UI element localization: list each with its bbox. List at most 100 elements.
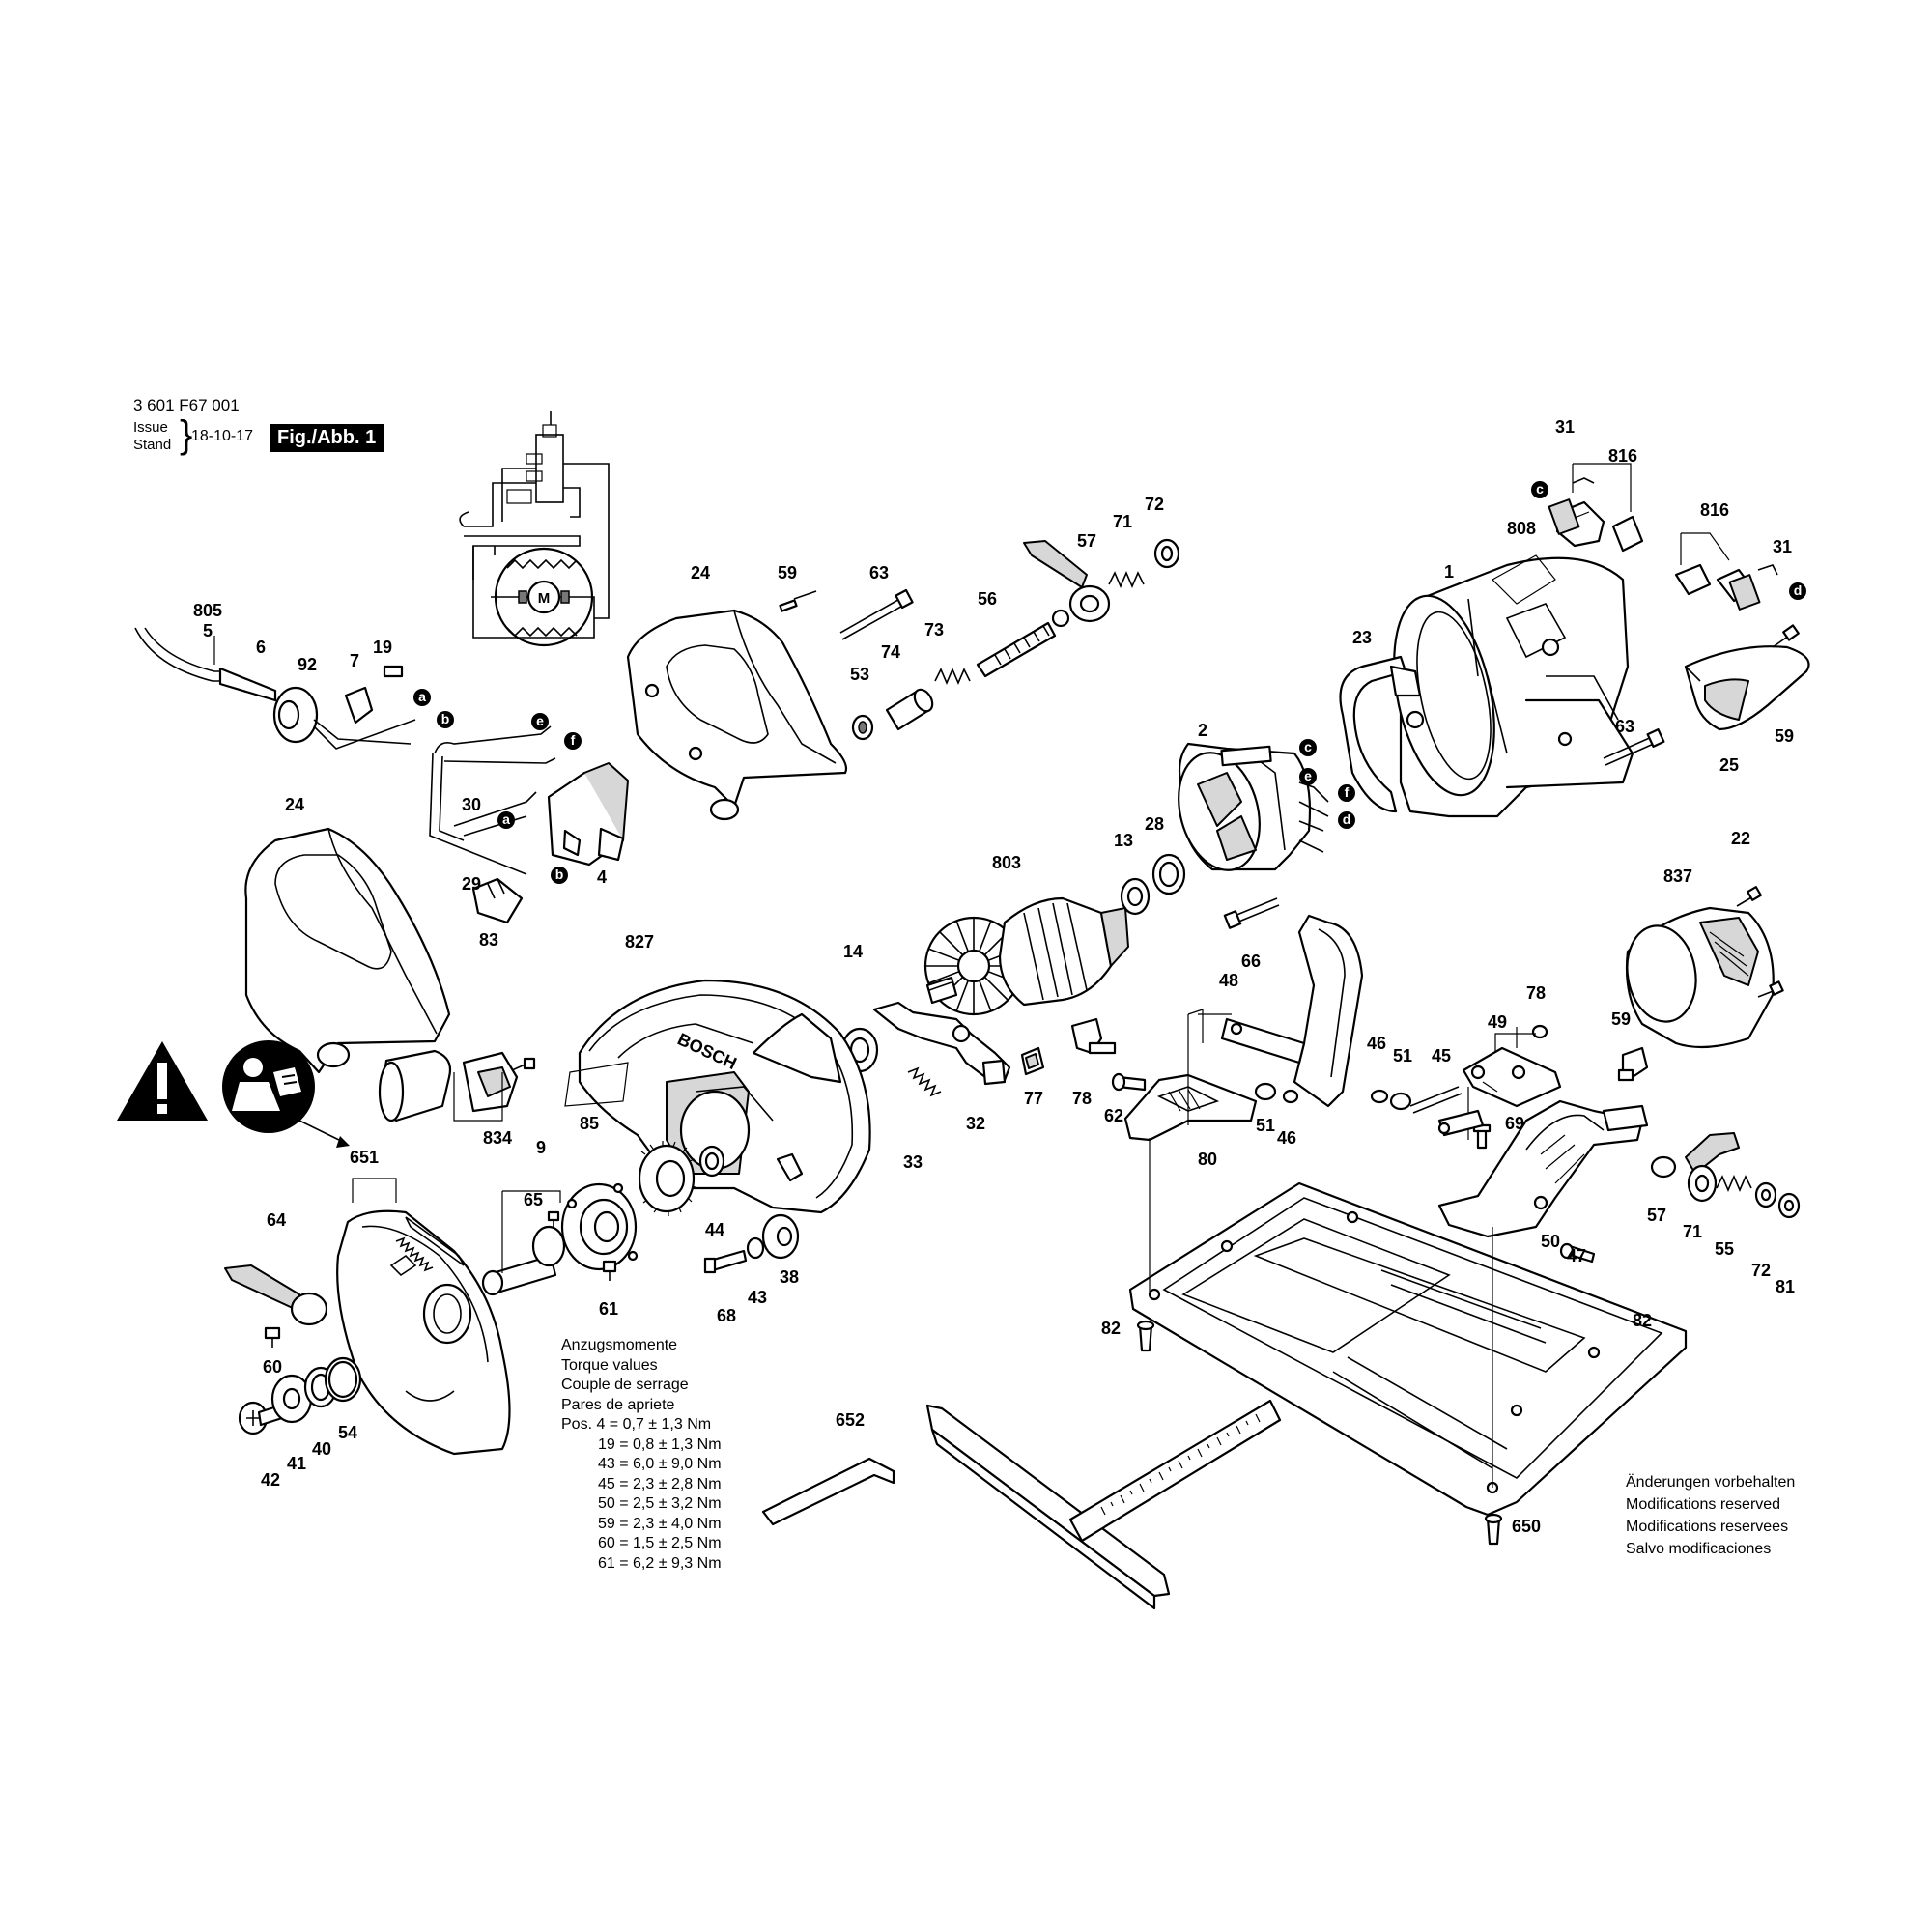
part-label-73: 73 <box>924 620 945 639</box>
bearing-13 <box>1120 877 1151 916</box>
riving-knife-48 <box>1220 914 1364 1108</box>
part-label-66: 66 <box>1241 952 1262 971</box>
bearing-65 <box>698 1145 725 1178</box>
handle-half-left <box>244 827 451 1074</box>
power-cord <box>134 627 416 750</box>
part-label-50: 47 <box>1567 1246 1587 1265</box>
bolt-61 <box>703 1249 748 1274</box>
part-label-74: 74 <box>881 642 901 662</box>
part-label-33: 33 <box>903 1152 923 1172</box>
torque-row: 19 = 0,8 ± 1,3 Nm <box>598 1435 722 1453</box>
torque-row: 43 = 6,0 ± 9,0 Nm <box>598 1456 722 1472</box>
figure-label: Fig./Abb. 1 <box>270 424 384 452</box>
part-label-78-b: 59 <box>1611 1009 1632 1029</box>
connection-badge-e: e <box>531 713 549 730</box>
part-label-51-b: 51 <box>1393 1046 1413 1065</box>
part-label-92: 92 <box>298 655 318 674</box>
issue-stand-label: Issue Stand <box>133 419 171 454</box>
torque-title-de: Anzugsmomente <box>561 1337 678 1353</box>
rod-45 <box>1409 1086 1485 1137</box>
part-label-803: 803 <box>992 853 1022 872</box>
ring-40 <box>324 1356 362 1403</box>
screw-59-right <box>1772 624 1800 648</box>
part-label-30: 30 <box>462 795 482 814</box>
connection-badge-d-2: d <box>1789 582 1806 600</box>
knob-78-right <box>1617 1046 1649 1082</box>
part-label-53: 53 <box>850 665 870 684</box>
part-label-24-top: 24 <box>691 563 711 582</box>
part-label-85: 65 <box>524 1190 544 1209</box>
part-label-65: 44 <box>705 1220 725 1239</box>
part-label-651: 834 <box>483 1128 513 1148</box>
part-label-72-b: 81 <box>1776 1277 1796 1296</box>
washer-51 <box>1254 1082 1277 1101</box>
part-label-82-b: 650 <box>1512 1517 1542 1536</box>
warning-triangle-icon <box>117 1041 208 1121</box>
part-label-60: 61 <box>599 1299 619 1319</box>
spindle-lock-32 <box>872 1001 1011 1086</box>
part-label-47: 82 <box>1633 1311 1653 1330</box>
part-label-816-top: 816 <box>1608 446 1638 466</box>
screw-59-top <box>779 590 817 612</box>
part-label-48: 48 <box>1219 971 1239 990</box>
note-de: Änderungen vorbehalten <box>1626 1474 1796 1491</box>
part-label-46-a: 46 <box>1277 1128 1297 1148</box>
screw-64 <box>264 1326 281 1348</box>
torque-row: 61 = 6,2 ± 9,3 Nm <box>598 1554 722 1572</box>
part-label-57-b: 71 <box>1683 1222 1703 1241</box>
spring-71-top <box>1108 570 1145 589</box>
part-code: 3 601 F67 001 <box>133 396 240 414</box>
part-label-1: 1 <box>1444 562 1455 582</box>
part-label-61: 68 <box>717 1306 737 1325</box>
screw-50 <box>1559 1242 1596 1264</box>
cord-clamp <box>344 665 404 724</box>
part-label-13: 13 <box>1114 831 1134 850</box>
torque-title-en: Torque values <box>561 1356 658 1374</box>
part-label-31-top: 31 <box>1555 417 1576 437</box>
washer-54 <box>1650 1155 1677 1179</box>
note-es: Salvo modificaciones <box>1626 1541 1772 1557</box>
part-label-14: 14 <box>843 942 864 961</box>
part-label-72-top: 72 <box>1145 495 1165 514</box>
nut-46 <box>1282 1089 1299 1104</box>
nut-46-right <box>1531 1024 1548 1039</box>
part-label-51-a: 51 <box>1256 1116 1276 1135</box>
part-68 <box>746 1236 765 1260</box>
armature <box>923 896 1129 1016</box>
screw-59-fan <box>1736 886 1762 907</box>
part-label-42: 41 <box>287 1454 307 1473</box>
ring-28 <box>1151 853 1186 895</box>
label-9 <box>564 1062 629 1107</box>
torque-title-fr: Couple de serrage <box>561 1377 689 1393</box>
part-label-77: 77 <box>1024 1089 1044 1108</box>
part-label-650: 652 <box>836 1410 866 1430</box>
connection-badge-a: a <box>413 689 431 706</box>
threaded-rod-56 <box>976 609 1070 678</box>
part-label-57-top: 57 <box>1077 531 1097 551</box>
part-label-69: 69 <box>1505 1114 1525 1133</box>
connection-badge-f-2: f <box>1338 784 1355 802</box>
modification-notes: Änderungen vorbehalten Modifications res… <box>1626 1471 1795 1560</box>
bracket-80 <box>1123 1073 1258 1142</box>
part-label-68: 43 <box>748 1288 768 1307</box>
connection-badge-c: c <box>1299 739 1317 756</box>
spring-71-bottom <box>1716 1174 1752 1193</box>
lower-guard-837 <box>336 1209 511 1456</box>
knob-78 <box>1070 1017 1117 1055</box>
part-label-32: 32 <box>966 1114 986 1133</box>
part-label-54: 57 <box>1647 1206 1667 1225</box>
screw-63-right <box>1603 728 1665 766</box>
flange-42 <box>270 1374 313 1424</box>
wiring-schematic <box>459 411 610 647</box>
screw-fan-right <box>1757 980 1784 998</box>
part-label-38: 64 <box>267 1210 287 1230</box>
part-label-25: 25 <box>1719 755 1740 775</box>
screw-63-long <box>839 588 914 640</box>
part-label-43: 42 <box>261 1470 281 1490</box>
part-label-28: 28 <box>1145 814 1165 834</box>
spring-73 <box>934 667 971 686</box>
part-label-805: 805 <box>193 601 223 620</box>
part-label-71-b: 55 <box>1715 1239 1735 1259</box>
screw-69 <box>1472 1123 1492 1150</box>
part-label-9: 85 <box>580 1114 600 1133</box>
